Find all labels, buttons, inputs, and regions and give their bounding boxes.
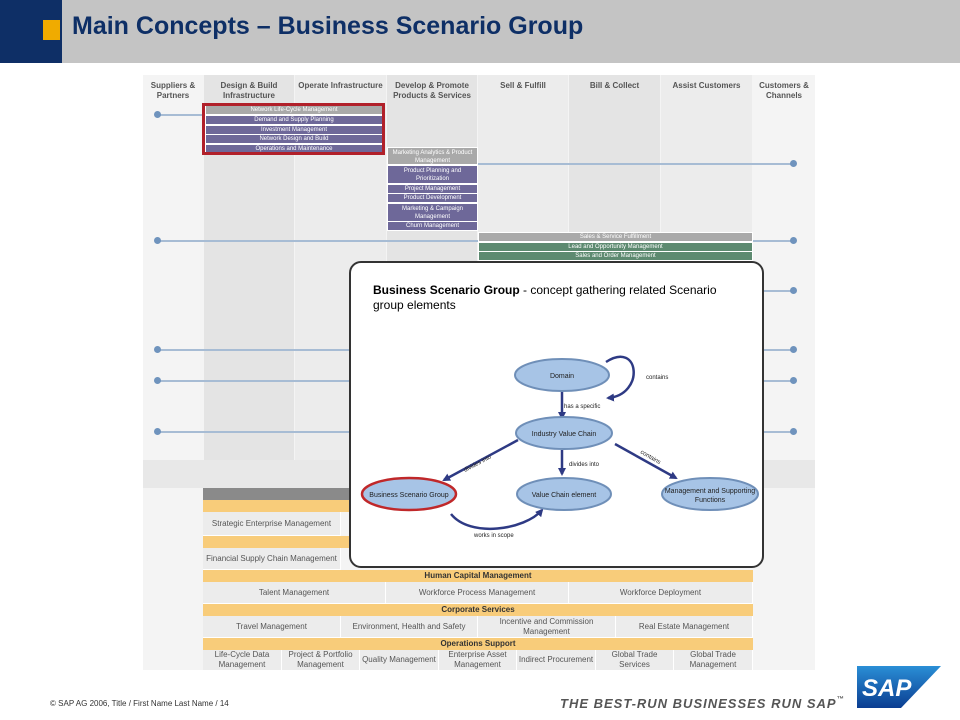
edge-works-in-scope bbox=[450, 508, 544, 531]
flow-dot bbox=[790, 160, 797, 167]
flow-dot bbox=[154, 111, 161, 118]
sap-logo-text: SAP bbox=[862, 675, 912, 702]
edge-label: divides into bbox=[463, 454, 493, 474]
tagline: THE BEST-RUN BUSINESSES RUN SAP™ bbox=[560, 696, 845, 711]
hcm-header: Human Capital Management bbox=[203, 570, 753, 582]
column-suppliers bbox=[143, 75, 203, 460]
slide-title: Main Concepts – Business Scenario Group bbox=[72, 12, 584, 40]
node-label: Industry Value Chain bbox=[532, 431, 597, 438]
node-management-functions bbox=[661, 477, 759, 511]
flow-dot bbox=[154, 346, 161, 353]
concept-popup bbox=[349, 261, 764, 568]
edge-contains-loop bbox=[605, 355, 635, 402]
ops-cell: Global Trade Management bbox=[674, 650, 753, 671]
hcm-cell: Workforce Process Management bbox=[386, 582, 569, 604]
flow-dot bbox=[154, 377, 161, 384]
highlight-frame[interactable] bbox=[202, 103, 385, 155]
corp-cell: Environment, Health and Safety bbox=[341, 616, 478, 638]
enterprise-cell: Financial Supply Chain Management bbox=[203, 548, 341, 570]
flow-dot bbox=[790, 377, 797, 384]
flow-dot bbox=[790, 287, 797, 294]
node-value-chain-element bbox=[516, 477, 612, 511]
flow-dot bbox=[790, 346, 797, 353]
sell-item: Sales & Service Fulfillment bbox=[478, 232, 753, 242]
edge-label: works in scope bbox=[473, 533, 514, 539]
corp-cell: Travel Management bbox=[203, 616, 341, 638]
corp-header: Corporate Services bbox=[203, 604, 753, 616]
flow-dot bbox=[154, 237, 161, 244]
ops-cell: Life-Cycle Data Management bbox=[203, 650, 282, 671]
column-header: Customers & Channels bbox=[759, 81, 809, 100]
popup-title-rest: - concept gathering related Scenario gro… bbox=[373, 283, 717, 312]
header-square bbox=[43, 20, 60, 40]
flow-line bbox=[478, 163, 794, 165]
edge-label: divides into bbox=[569, 462, 600, 468]
corp-cell: Real Estate Management bbox=[616, 616, 753, 638]
enterprise-cell: Strategic Enterprise Management bbox=[203, 512, 341, 536]
hcm-cell: Talent Management bbox=[203, 582, 386, 604]
ops-cell: Quality Management bbox=[360, 650, 439, 671]
footer-label: SAP AG 2006, Title / First Name Last Nam… bbox=[58, 699, 229, 708]
flow-dot bbox=[790, 428, 797, 435]
node-business-scenario-group bbox=[360, 476, 458, 512]
node-domain bbox=[514, 358, 610, 392]
develop-item: Product Development bbox=[387, 193, 478, 203]
column-header: Sell & Fulfill bbox=[500, 81, 546, 90]
node-industry-value-chain bbox=[515, 416, 613, 450]
develop-item: Marketing Analytics & Product Management bbox=[387, 147, 478, 165]
ops-cell: Global Trade Services bbox=[596, 650, 674, 671]
tagline-tm: ™ bbox=[836, 696, 845, 703]
sell-item: Sales and Order Management bbox=[478, 251, 753, 261]
node-label: Value Chain element bbox=[532, 492, 597, 499]
popup-title-bold: Business Scenario Group bbox=[373, 283, 520, 297]
node-label: Functions bbox=[695, 497, 726, 504]
node-label: Business Scenario Group bbox=[369, 492, 448, 499]
develop-item: Churn Management bbox=[387, 221, 478, 231]
edge-label: has a specific bbox=[564, 404, 600, 410]
hcm-cell: Workforce Deployment bbox=[569, 582, 753, 604]
node-label: Management and Supporting bbox=[665, 488, 755, 495]
ops-cell: Project & Portfolio Management bbox=[282, 650, 360, 671]
popup-title: Business Scenario Group - concept gather… bbox=[373, 283, 743, 313]
ops-header: Operations Support bbox=[203, 638, 753, 650]
header-bar bbox=[0, 0, 960, 63]
develop-item: Product Planning and Prioritization bbox=[387, 165, 478, 184]
column-header: Suppliers & Partners bbox=[150, 81, 196, 100]
edge-contains-right bbox=[614, 442, 678, 480]
flow-line bbox=[157, 114, 207, 116]
flow-dot bbox=[154, 428, 161, 435]
ops-cell: Enterprise Asset Management bbox=[439, 650, 517, 671]
column-header: Design & Build Infrastructure bbox=[220, 81, 278, 100]
column-header: Bill & Collect bbox=[589, 81, 640, 90]
copyright-mark: © bbox=[50, 699, 56, 708]
edge-label: contains bbox=[646, 375, 668, 381]
node-label: Domain bbox=[550, 373, 574, 380]
column-header: Operate Infrastructure bbox=[298, 81, 383, 90]
column-header: Develop & Promote Products & Services bbox=[393, 81, 471, 100]
corp-cell: Incentive and Commission Management bbox=[478, 616, 616, 638]
column-header: Assist Customers bbox=[672, 81, 741, 90]
flow-line bbox=[764, 290, 794, 292]
tagline-text: THE BEST-RUN BUSINESSES RUN SAP bbox=[560, 696, 837, 711]
flow-dot bbox=[790, 237, 797, 244]
footer-text: © SAP AG 2006, Title / First Name Last N… bbox=[50, 699, 229, 708]
sap-logo: SAP bbox=[857, 666, 941, 708]
edge-divides-left bbox=[442, 438, 519, 482]
ops-cell: Indirect Procurement bbox=[517, 650, 596, 671]
flow-line bbox=[157, 240, 794, 242]
